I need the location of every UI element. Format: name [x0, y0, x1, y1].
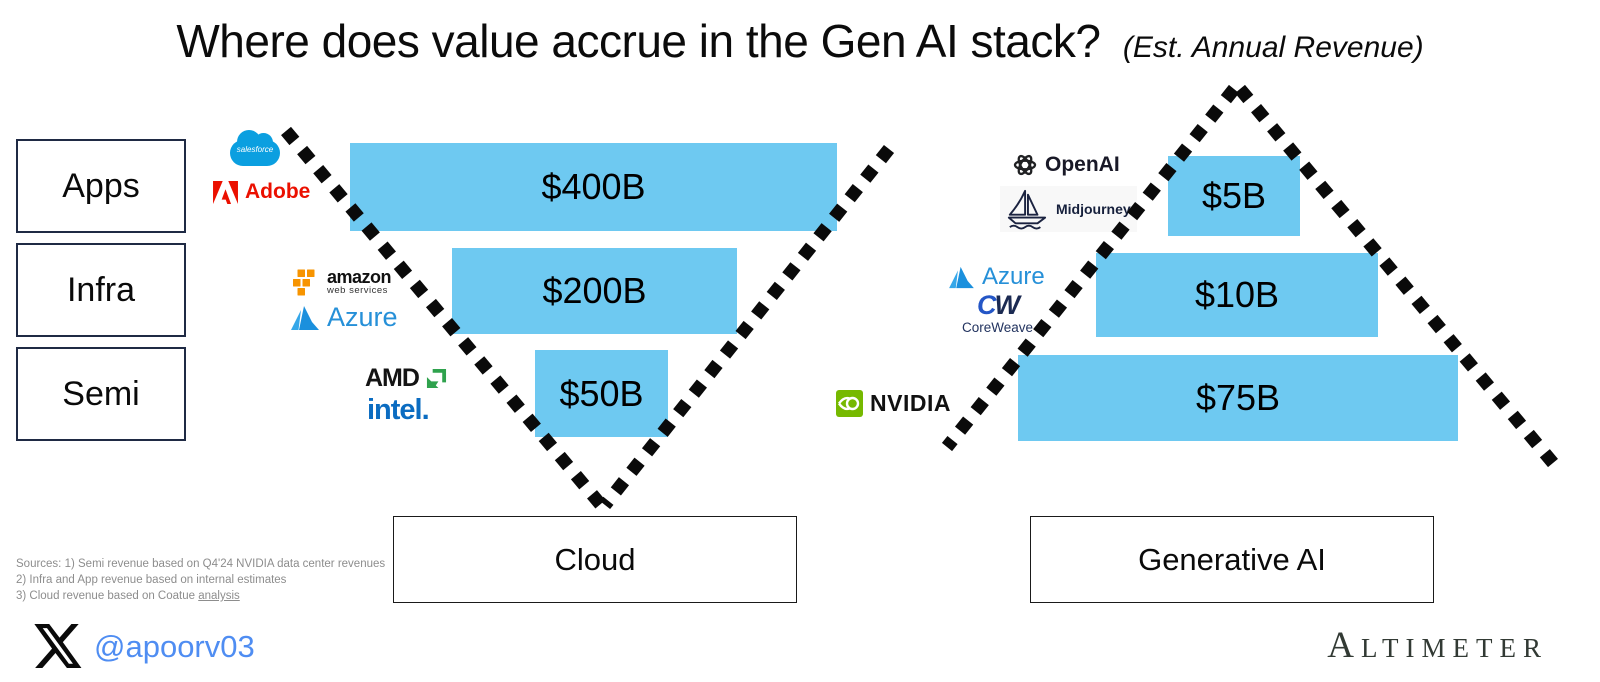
bar-value: $400B [541, 166, 646, 207]
coreweave-wordmark: CoreWeave [962, 320, 1034, 335]
bar-value: $10B [1194, 274, 1280, 315]
openai-knot-icon [1013, 154, 1037, 176]
source-line-3: 3) Cloud revenue based on Coatue analysi… [16, 588, 385, 604]
intel-wordmark: intel. [367, 394, 430, 426]
adobe-wordmark: Adobe [245, 180, 311, 203]
title-text: Where does value accrue in the Gen AI st… [176, 15, 1101, 67]
azure-triangle-icon [949, 266, 974, 288]
category-label: Semi [62, 374, 140, 413]
amd-wordmark: AMD [365, 364, 420, 392]
azure-right-logo: Azure [948, 263, 1045, 291]
nvidia-logo: NVIDIA [836, 390, 951, 417]
genai-apps-bar: $5B [1168, 156, 1300, 236]
analysis-link[interactable]: analysis [198, 590, 240, 602]
sources-note: Sources: 1) Semi revenue based on Q4'24 … [16, 556, 385, 604]
category-box-apps: Apps [16, 139, 186, 233]
bar-value: $50B [559, 372, 644, 414]
intel-logo: intel. [367, 394, 430, 427]
openai-wordmark: OpenAI [1045, 153, 1120, 176]
amazon-boxes-icon [292, 268, 316, 296]
twitter-handle[interactable]: @apoorv03 [94, 629, 255, 664]
midjourney-logo: Midjourney [1000, 186, 1137, 232]
source-line-3-text: 3) Cloud revenue based on Coatue [16, 590, 199, 602]
salesforce-wordmark: salesforce [236, 145, 274, 154]
azure-triangle-icon [291, 305, 319, 330]
amazon-webservices-text: web services [327, 285, 388, 297]
azure-wordmark: Azure [327, 302, 398, 332]
adobe-a-icon [213, 180, 238, 204]
cloud-base-box: Cloud [393, 516, 797, 603]
genai-infra-bar: $10B [1096, 253, 1378, 337]
cloud-infra-bar: $200B [452, 248, 737, 334]
category-box-semi: Semi [16, 347, 186, 441]
midjourney-wordmark: Midjourney [1056, 201, 1131, 217]
title-subtitle: (Est. Annual Revenue) [1122, 31, 1424, 64]
amd-arrow-icon [426, 368, 446, 389]
bar-value: $200B [542, 270, 647, 311]
nvidia-wordmark: NVIDIA [870, 390, 951, 416]
openai-logo: OpenAI [1012, 152, 1120, 178]
page-title: Where does value accrue in the Gen AI st… [0, 14, 1600, 68]
nvidia-eye-icon [836, 390, 863, 417]
salesforce-cloud-icon: salesforce [230, 130, 280, 166]
altimeter-brand: ALTIMETER [1327, 625, 1548, 666]
cloud-apps-bar: $400B [350, 143, 837, 231]
base-label: Generative AI [1138, 541, 1326, 577]
coreweave-logo: CW CoreWeave [962, 292, 1033, 335]
amd-logo: AMD [365, 364, 447, 393]
coreweave-cw-icon: CW [977, 290, 1020, 320]
category-label: Apps [62, 166, 140, 205]
bar-value: $5B [1201, 175, 1267, 216]
source-line-2: 2) Infra and App revenue based on intern… [16, 574, 287, 586]
cloud-semi-bar: $50B [535, 350, 668, 437]
midjourney-sailboat-icon [1007, 189, 1047, 230]
category-box-infra: Infra [16, 243, 186, 337]
base-label: Cloud [554, 541, 636, 577]
salesforce-logo: salesforce [230, 130, 280, 166]
aws-logo: amazon web services [292, 267, 392, 297]
source-line-1: Sources: 1) Semi revenue based on Q4'24 … [16, 558, 386, 570]
genai-semi-bar: $75B [1018, 355, 1458, 441]
amazon-wordmark: amazon [327, 267, 392, 288]
category-label: Infra [66, 270, 136, 309]
x-twitter-icon [34, 624, 82, 668]
genai-base-box: Generative AI [1030, 516, 1434, 603]
bar-value: $75B [1195, 377, 1281, 418]
adobe-logo: Adobe [213, 180, 310, 204]
azure-wordmark: Azure [982, 263, 1045, 290]
azure-left-logo: Azure [290, 302, 398, 333]
